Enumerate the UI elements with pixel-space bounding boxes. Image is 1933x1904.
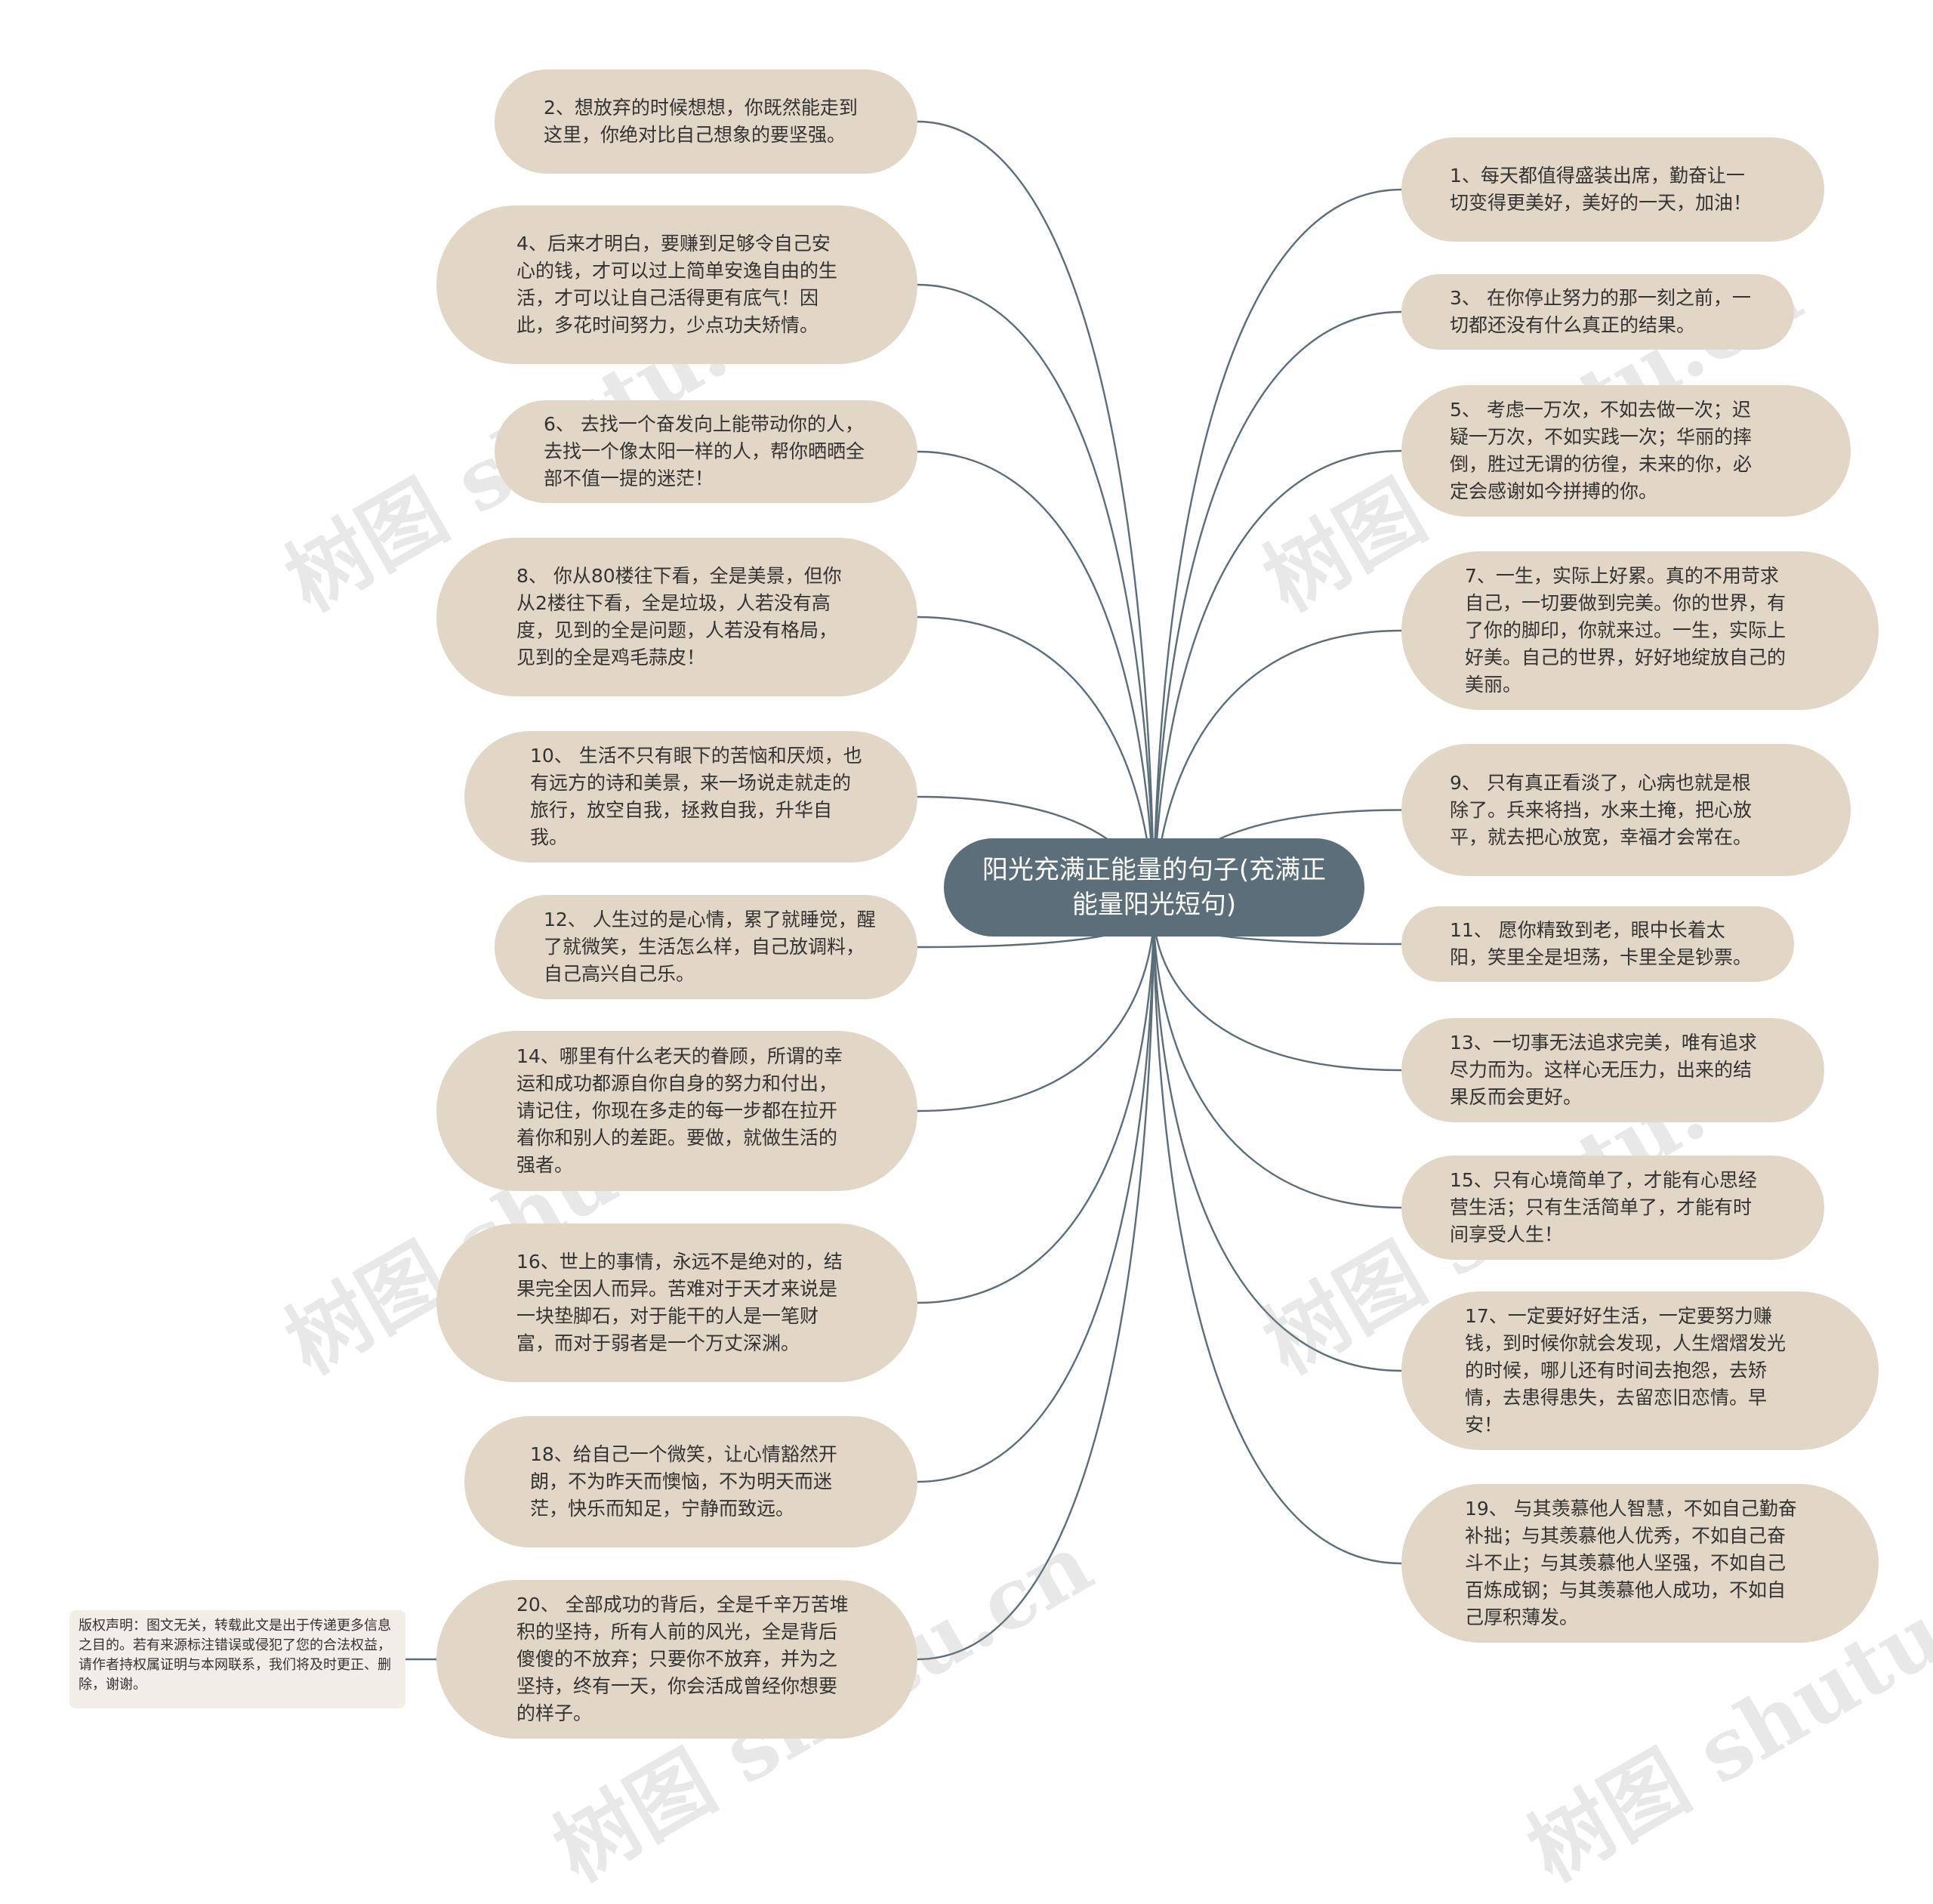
edge-right-1 xyxy=(1152,188,1402,915)
left-node-1[interactable]: 2、想放弃的时候想想，你既然能走到这里，你绝对比自己想象的要坚强。 xyxy=(495,69,917,174)
right-node-6-text: 11、 愿你精致到老，眼中长着太阳，笑里全是坦荡，卡里全是钞票。 xyxy=(1450,919,1753,968)
right-node-7-text: 13、一切事无法追求完美，唯有追求尽力而为。这样心无压力，出来的结果反而会更好。 xyxy=(1450,1032,1757,1108)
left-node-4-text: 8、 你从80楼往下看，全是美景，但你从2楼往下看，全是垃圾，人若没有高度，见到… xyxy=(516,565,842,668)
right-node-9[interactable]: 17、一定要好好生活，一定要努力赚钱，到时候你就会发现，人生熠熠发光的时候，哪儿… xyxy=(1401,1291,1879,1450)
right-node-5[interactable]: 9、 只有真正看淡了，心病也就是根除了。兵来将挡，水来土掩，把心放平，就去把心放… xyxy=(1401,744,1851,876)
left-node-10[interactable]: 20、 全部成功的背后，全是千辛万苦堆积的坚持，所有人前的风光，全是背后傻傻的不… xyxy=(436,1580,917,1739)
right-node-2-text: 3、 在你停止努力的那一刻之前，一切都还没有什么真正的结果。 xyxy=(1450,287,1751,336)
left-node-5[interactable]: 10、 生活不只有眼下的苦恼和厌烦，也有远方的诗和美景，来一场说走就走的旅行，放… xyxy=(464,731,917,863)
right-node-4[interactable]: 7、一生，实际上好累。真的不用苛求自己，一切要做到完美。你的世界，有了你的脚印，… xyxy=(1401,551,1879,710)
left-node-7[interactable]: 14、哪里有什么老天的眷顾，所谓的幸运和成功都源自你自身的努力和付出，请记住，你… xyxy=(436,1031,917,1191)
right-node-8-text: 15、只有心境简单了，才能有心思经营生活；只有生活简单了，才能有时间享受人生！ xyxy=(1450,1169,1757,1245)
right-node-1-text: 1、每天都值得盛装出席，勤奋让一切变得更美好，美好的一天，加油！ xyxy=(1450,165,1753,214)
edge-right-2 xyxy=(1152,310,1402,915)
right-node-5-text: 9、 只有真正看淡了，心病也就是根除了。兵来将挡，水来土掩，把心放平，就去把心放… xyxy=(1450,771,1753,848)
edge-right-8 xyxy=(1152,913,1402,1209)
right-node-4-text: 7、一生，实际上好累。真的不用苛求自己，一切要做到完美。你的世界，有了你的脚印，… xyxy=(1465,565,1787,696)
edge-left-2 xyxy=(917,283,1155,915)
edge-right-7 xyxy=(1152,913,1402,1072)
edge-left-1 xyxy=(917,120,1155,915)
right-node-3-text: 5、 考虑一万次，不如去做一次；迟疑一万次，不如实践一次；华丽的摔倒，胜过无谓的… xyxy=(1450,399,1753,502)
right-node-8[interactable]: 15、只有心境简单了，才能有心思经营生活；只有生活简单了，才能有时间享受人生！ xyxy=(1401,1156,1824,1260)
edge-left-9 xyxy=(917,913,1155,1483)
copyright-text: 版权声明：图文无关，转载此文是出于传递更多信息之目的。若有来源标注错误或侵犯了您… xyxy=(79,1618,391,1693)
copyright-note: 版权声明：图文无关，转载此文是出于传递更多信息之目的。若有来源标注错误或侵犯了您… xyxy=(69,1610,405,1708)
left-node-4[interactable]: 8、 你从80楼往下看，全是美景，但你从2楼往下看，全是垃圾，人若没有高度，见到… xyxy=(436,538,917,696)
edge-left-10 xyxy=(917,913,1155,1661)
left-node-8-text: 16、世上的事情，永远不是绝对的，结果完全因人而异。苦难对于天才来说是一块垫脚石… xyxy=(516,1251,843,1354)
edge-right-10 xyxy=(1152,913,1402,1565)
left-node-2-text: 4、后来才明白，要赚到足够令自己安心的钱，才可以过上简单安逸自由的生活，才可以让… xyxy=(516,233,838,336)
left-node-3-text: 6、 去找一个奋发向上能带动你的人，去找一个像太阳一样的人，帮你晒晒全部不值一提… xyxy=(544,413,865,489)
right-node-6[interactable]: 11、 愿你精致到老，眼中长着太阳，笑里全是坦荡，卡里全是钞票。 xyxy=(1401,906,1794,982)
edge-right-9 xyxy=(1152,913,1402,1372)
left-node-10-text: 20、 全部成功的背后，全是千辛万苦堆积的坚持，所有人前的风光，全是背后傻傻的不… xyxy=(516,1594,849,1724)
left-node-8[interactable]: 16、世上的事情，永远不是绝对的，结果完全因人而异。苦难对于天才来说是一块垫脚石… xyxy=(436,1224,917,1382)
edge-left-8 xyxy=(917,913,1155,1304)
left-node-9-text: 18、给自己一个微笑，让心情豁然开朗，不为昨天而懊恼，不为明天而迷茫，快乐而知足… xyxy=(530,1443,837,1520)
right-node-3[interactable]: 5、 考虑一万次，不如去做一次；迟疑一万次，不如实践一次；华丽的摔倒，胜过无谓的… xyxy=(1401,385,1851,517)
left-node-2[interactable]: 4、后来才明白，要赚到足够令自己安心的钱，才可以过上简单安逸自由的生活，才可以让… xyxy=(436,205,917,364)
left-node-6-text: 12、 人生过的是心情，累了就睡觉，醒了就微笑，生活怎么样，自己放调料，自己高兴… xyxy=(544,909,876,985)
left-node-9[interactable]: 18、给自己一个微笑，让心情豁然开朗，不为昨天而懊恼，不为明天而迷茫，快乐而知足… xyxy=(464,1416,917,1548)
left-node-1-text: 2、想放弃的时候想想，你既然能走到这里，你绝对比自己想象的要坚强。 xyxy=(544,97,858,146)
left-node-6[interactable]: 12、 人生过的是心情，累了就睡觉，醒了就微笑，生活怎么样，自己放调料，自己高兴… xyxy=(495,895,917,999)
right-node-2[interactable]: 3、 在你停止努力的那一刻之前，一切都还没有什么真正的结果。 xyxy=(1401,274,1794,350)
right-node-10[interactable]: 19、 与其羡慕他人智慧，不如自己勤奋补拙；与其羡慕他人优秀，不如自己奋斗不止；… xyxy=(1401,1484,1879,1643)
root-node[interactable]: 阳光充满正能量的句子(充满正能量阳光短句) xyxy=(944,838,1364,937)
left-node-5-text: 10、 生活不只有眼下的苦恼和厌烦，也有远方的诗和美景，来一场说走就走的旅行，放… xyxy=(530,745,862,848)
right-node-10-text: 19、 与其羡慕他人智慧，不如自己勤奋补拙；与其羡慕他人优秀，不如自己奋斗不止；… xyxy=(1465,1498,1797,1628)
right-node-7[interactable]: 13、一切事无法追求完美，唯有追求尽力而为。这样心无压力，出来的结果反而会更好。 xyxy=(1401,1018,1824,1122)
left-node-3[interactable]: 6、 去找一个奋发向上能带动你的人，去找一个像太阳一样的人，帮你晒晒全部不值一提… xyxy=(495,400,917,503)
right-node-1[interactable]: 1、每天都值得盛装出席，勤奋让一切变得更美好，美好的一天，加油！ xyxy=(1401,137,1824,242)
right-node-9-text: 17、一定要好好生活，一定要努力赚钱，到时候你就会发现，人生熠熠发光的时候，哪儿… xyxy=(1465,1305,1787,1436)
left-node-7-text: 14、哪里有什么老天的眷顾，所谓的幸运和成功都源自你自身的努力和付出，请记住，你… xyxy=(516,1045,843,1176)
root-label: 阳光充满正能量的句子(充满正能量阳光短句) xyxy=(982,855,1327,920)
